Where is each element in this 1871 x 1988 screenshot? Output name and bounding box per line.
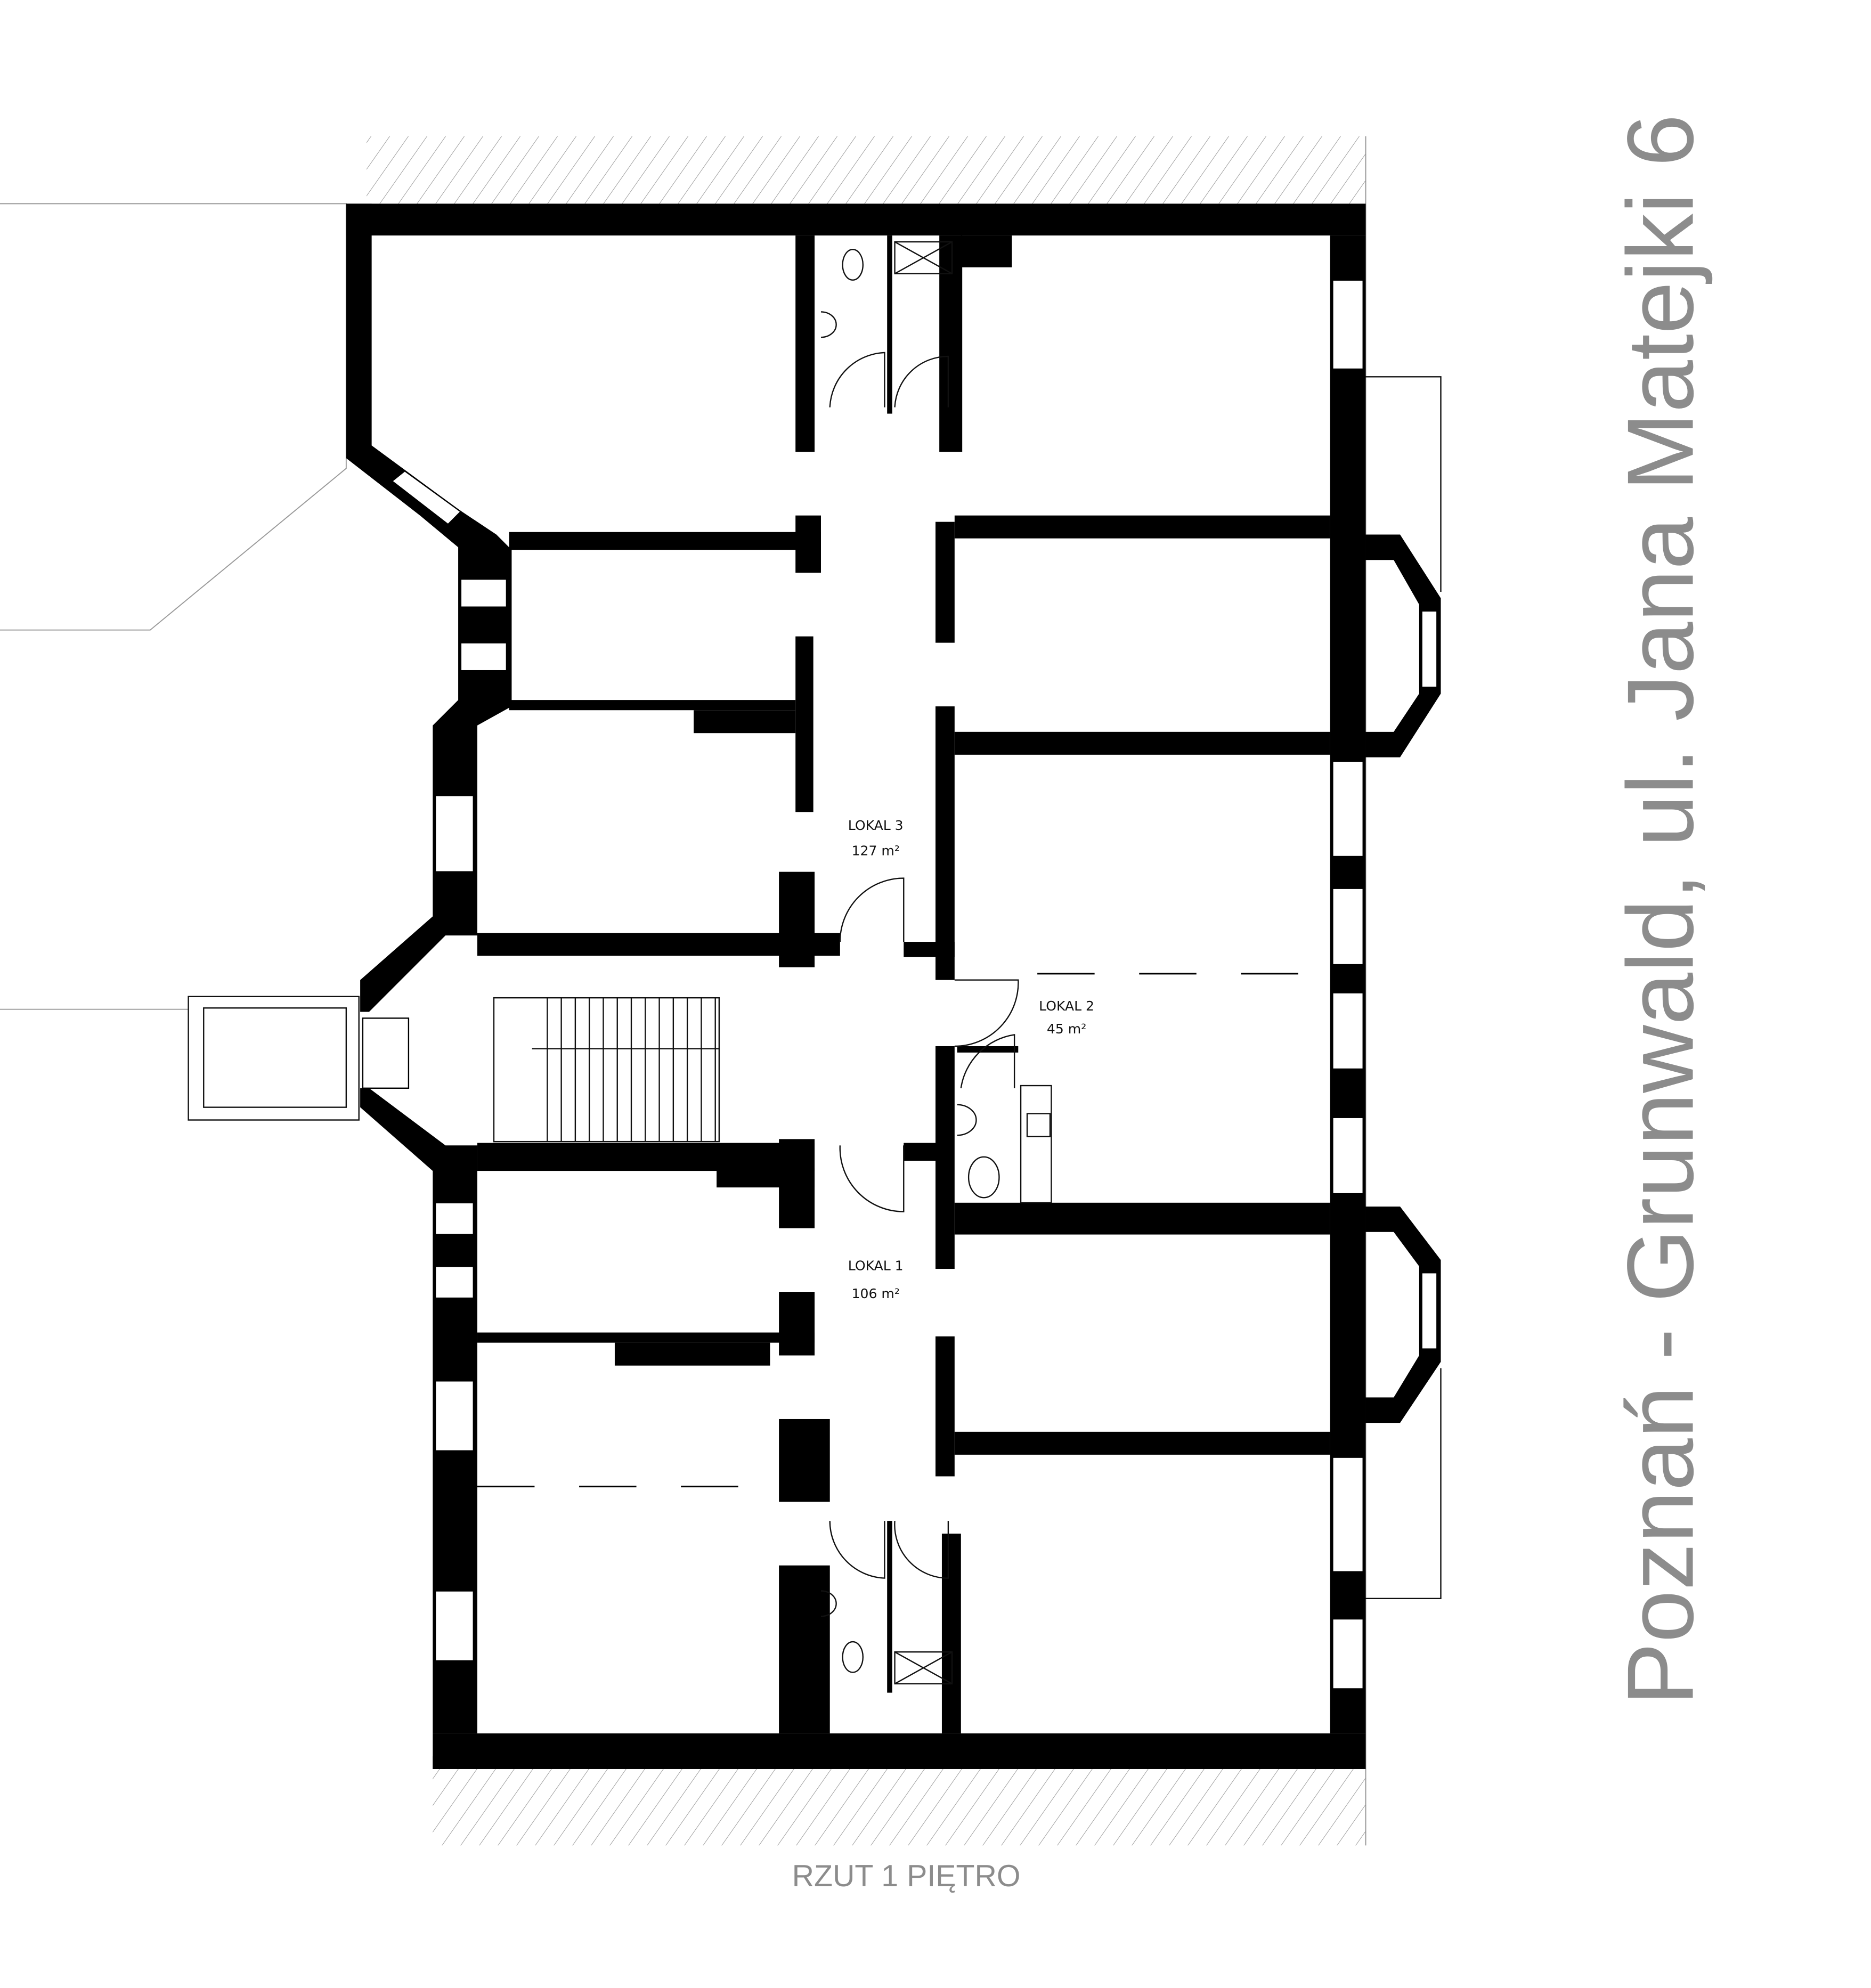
unit-3-area: 127 m² <box>852 843 900 859</box>
unit-3-name: LOKAL 3 <box>848 818 904 833</box>
doors <box>829 352 1019 1579</box>
unit-2-name: LOKAL 2 <box>1039 998 1094 1014</box>
hatch-top <box>367 136 1366 204</box>
unit-1-name: LOKAL 1 <box>848 1258 904 1273</box>
hatch-bottom <box>433 1769 1366 1846</box>
walls <box>346 203 1441 1769</box>
building-title: Poznań - Grunwald, ul. Jana Matejki 6 <box>1608 114 1713 1705</box>
staircase <box>493 997 720 1143</box>
balconies <box>188 376 1442 1600</box>
plan-caption: RZUT 1 PIĘTRO <box>792 1859 1021 1893</box>
sanitary-fixtures <box>820 241 1052 1685</box>
windows <box>362 279 1438 1690</box>
unit-1-area: 106 m² <box>852 1286 900 1301</box>
neighbour-outline <box>0 203 347 1010</box>
unit-2-area: 45 m² <box>1047 1021 1086 1037</box>
